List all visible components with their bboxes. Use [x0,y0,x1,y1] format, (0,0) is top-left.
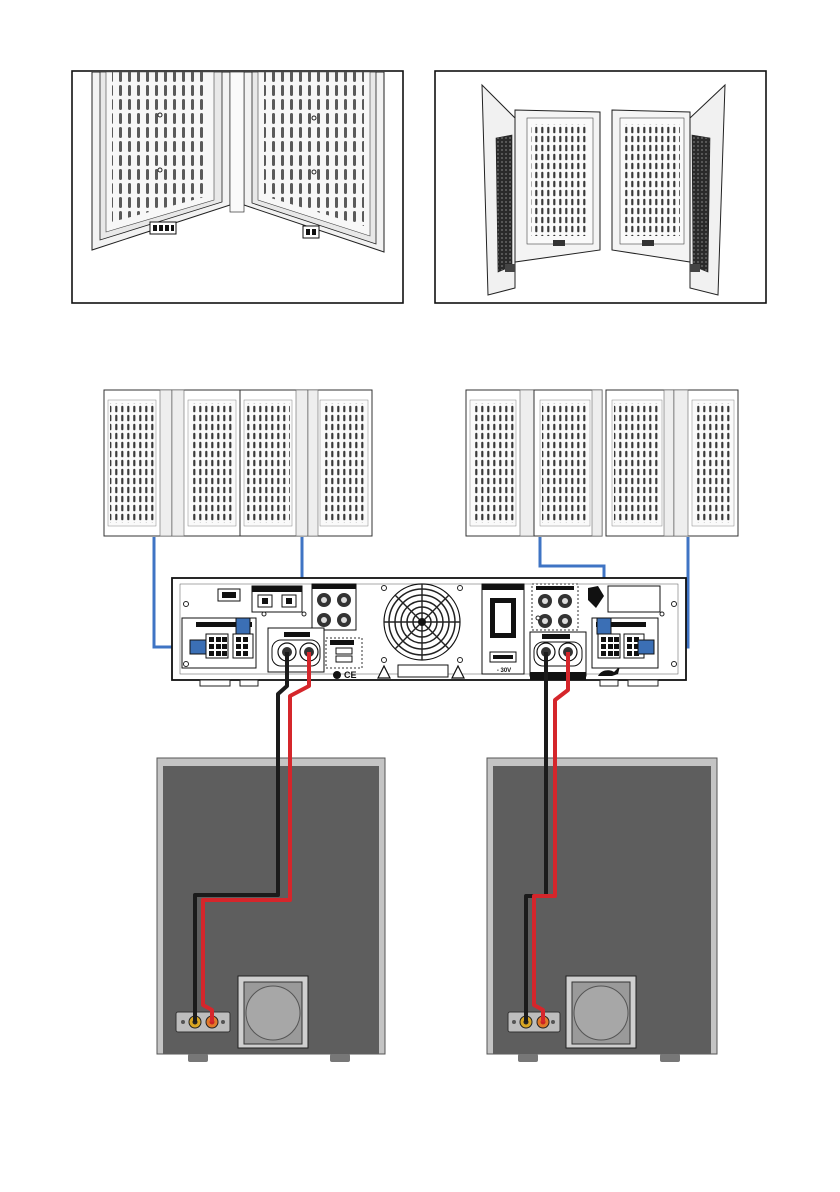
speaker-panel [606,390,674,536]
speaker-plug[interactable] [236,618,250,634]
speaker-panel [240,390,308,536]
amplifier-rear-panel: CE [172,578,686,686]
rca-input-block[interactable] [312,584,356,630]
speaker-panel [466,390,534,536]
power-switch-icon[interactable]: - 30V [482,584,524,674]
subwoofer-terminal-left[interactable] [176,1012,230,1032]
subwoofer-right [487,758,717,1062]
connector-left-block [150,222,176,234]
speaker-panel [534,390,602,536]
speaker-group-right [466,390,738,536]
speaker-plug[interactable] [597,618,611,634]
voltage-label: - 30V [497,668,511,674]
certification-mark: CE [344,670,357,680]
connector-right-block [303,226,319,238]
speaker-panel [308,390,372,536]
fan-grille-icon [384,584,460,660]
optical-port-block [252,586,302,612]
rca-output-block[interactable] [532,584,578,630]
speaker-panel [674,390,738,536]
speaker-panel [172,390,240,536]
subwoofer-terminal-right[interactable] [508,1012,560,1032]
speaker-group-left [104,390,372,536]
speaker-output-left[interactable] [182,618,256,668]
subwoofer-left [157,758,385,1062]
sub-output-right[interactable] [530,632,586,680]
speaker-plug[interactable] [638,640,654,654]
speaker-plug[interactable] [190,640,206,654]
speaker-output-right[interactable] [592,618,658,668]
top-right-figure [435,71,766,303]
top-left-figure [72,71,403,303]
sub-output-left[interactable] [268,628,324,672]
speaker-panel [104,390,172,536]
